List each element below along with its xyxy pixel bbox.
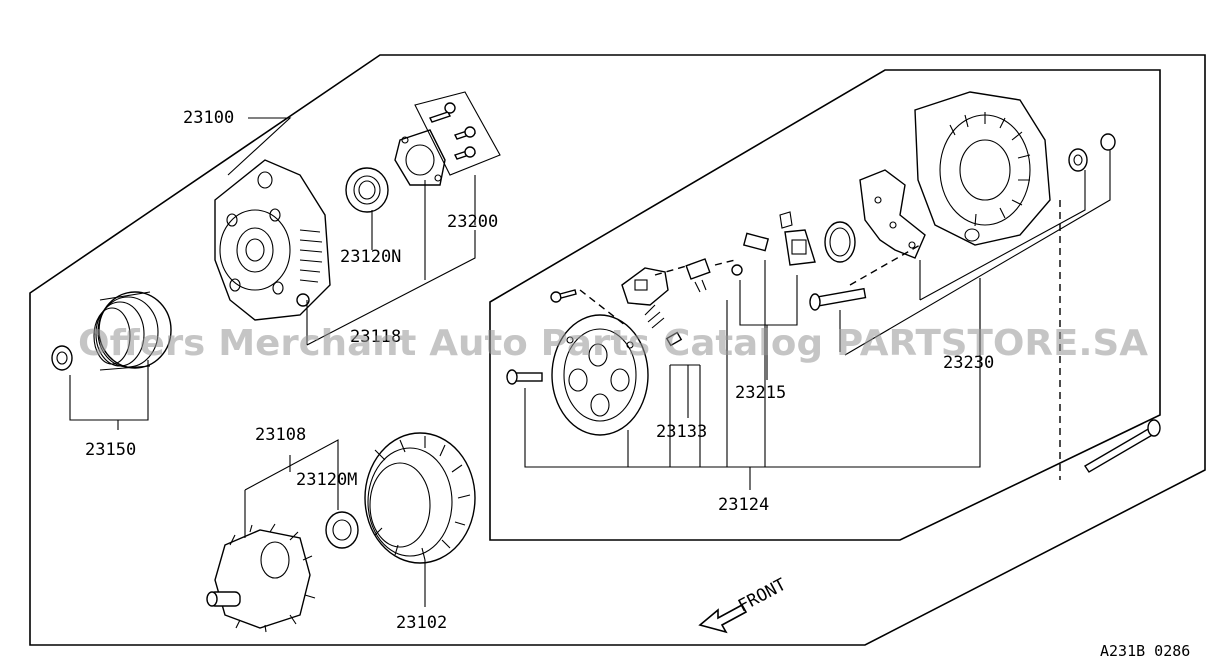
label-23124: 23124 [718, 495, 769, 515]
pulley-assembly [51, 291, 172, 371]
front-bearing [345, 167, 389, 213]
brush-set [665, 258, 711, 347]
label-23118: 23118 [350, 327, 401, 347]
label-23102: 23102 [396, 613, 447, 633]
watermark: Offers Merchant Auto Parts Catalog PARTS… [78, 323, 1148, 364]
label-23120N: 23120N [340, 247, 401, 267]
rear-bearing [325, 511, 359, 549]
label-23215: 23215 [735, 383, 786, 403]
rotor [206, 523, 316, 633]
label-23150: 23150 [85, 440, 136, 460]
label-23133: 23133 [656, 422, 707, 442]
rectifier-plate [551, 314, 649, 436]
rear-plate [859, 169, 926, 259]
label-23108: 23108 [255, 425, 306, 445]
through-bolt [809, 287, 867, 311]
screw-small [550, 289, 577, 303]
terminal-set [731, 211, 816, 276]
label-23100: 23100 [183, 108, 234, 128]
rear-nut-cap [1068, 133, 1116, 172]
inner-frame [489, 69, 1161, 541]
front-label: FRONT [735, 575, 790, 617]
front-housing [214, 159, 331, 321]
stator [364, 432, 476, 564]
front-arrow-icon [698, 603, 748, 634]
o-ring [824, 221, 856, 263]
screw-set [414, 91, 501, 176]
label-23120M: 23120M [296, 470, 357, 490]
long-through-bolt [1084, 419, 1161, 473]
diagram-code: A231B 0286 [1100, 642, 1190, 660]
leader-lines [69, 117, 1111, 607]
brush-holder [621, 267, 669, 329]
label-23230: 23230 [943, 353, 994, 373]
bearing-retainer [394, 129, 446, 186]
outer-frame [29, 54, 1206, 646]
through-bolt-small [506, 369, 543, 385]
label-23200: 23200 [447, 212, 498, 232]
rear-housing [914, 91, 1051, 246]
